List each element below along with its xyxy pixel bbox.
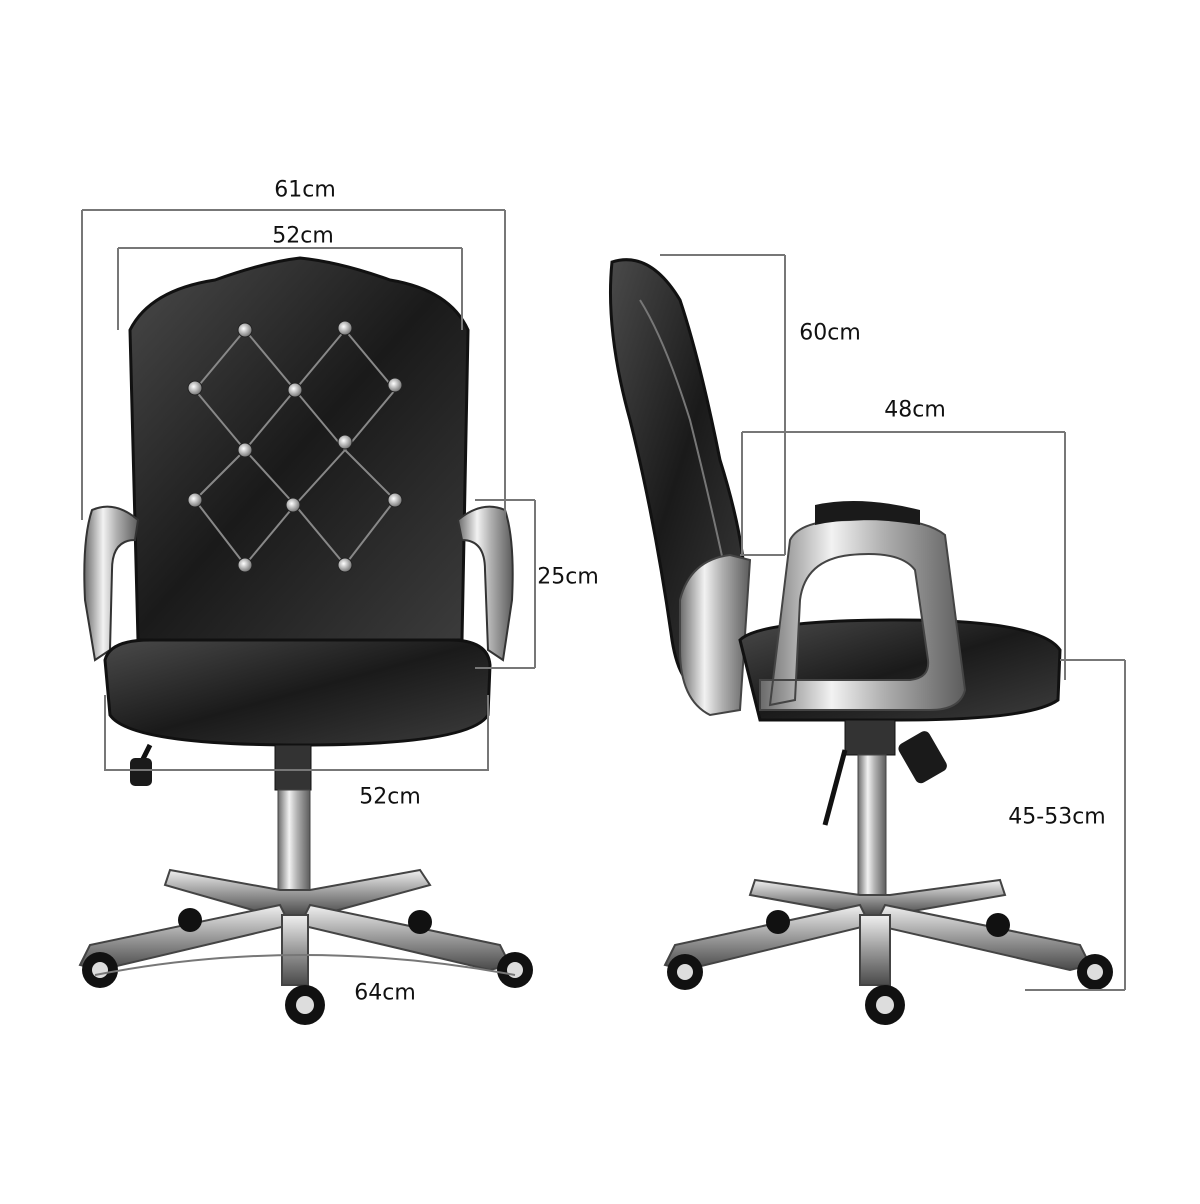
dim-line-48cm [741,431,1066,680]
side-lever [822,749,848,826]
side-armpad [815,501,920,525]
label-back-width: 52cm [272,223,334,249]
label-seat-width: 52cm [359,784,421,810]
dim-line-52cm-top [117,247,463,330]
front-backrest [128,256,470,642]
front-gas-lift-top [274,744,312,791]
front-dimension-lines [81,209,536,976]
side-star-base [663,878,1092,986]
front-seat [103,638,492,747]
front-left-armrest [83,505,140,662]
side-gas-lift [857,754,887,896]
label-seat-height: 45-53cm [1008,804,1106,830]
label-back-height: 60cm [799,320,861,346]
label-overall-width: 61cm [274,177,336,203]
side-casters [667,910,1113,1025]
dim-line-60cm [660,254,786,556]
label-seat-depth: 48cm [884,397,946,423]
dim-line-45-53cm [1025,659,1126,991]
front-casters [82,908,533,1025]
side-back-frame [679,553,752,717]
label-base-diameter: 64cm [354,980,416,1006]
front-gas-lift [277,789,311,901]
dim-line-25cm [475,499,536,669]
dim-line-61cm [81,209,506,520]
front-chair [78,256,533,1025]
dim-line-52cm-seat [104,695,489,771]
side-gas-lift-top [844,719,896,756]
front-right-armrest [456,505,514,662]
label-armrest-height: 25cm [537,564,599,590]
side-dimension-lines [660,254,1126,991]
side-armrest [759,518,967,711]
dim-line-64cm [94,954,516,976]
side-chair [608,258,1113,1025]
front-tufting-buttons [187,320,403,573]
